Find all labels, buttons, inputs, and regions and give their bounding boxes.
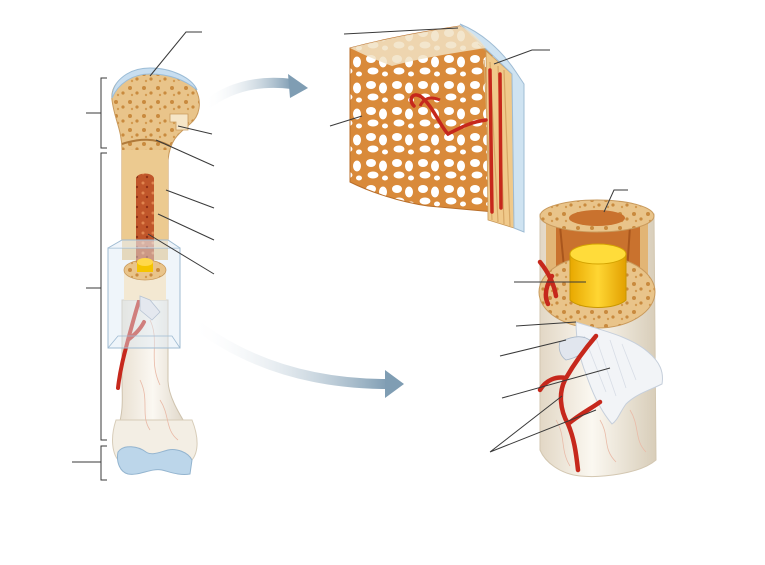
periosteal-arteries <box>537 259 603 473</box>
arrow-to-compact-section <box>186 316 404 398</box>
mini-cross-section <box>123 258 167 321</box>
yellow-marrow <box>569 243 627 308</box>
callout-articular-cartilage <box>149 31 202 77</box>
nutrient-artery <box>116 296 146 390</box>
spongy-detail-callouts <box>329 27 550 127</box>
articular-cartilage-top <box>111 67 198 99</box>
compact-bone-section <box>537 199 663 477</box>
callout-periosteum-section <box>499 339 567 357</box>
callout-osteon-detail <box>493 49 550 65</box>
callout-epiphyseal-line <box>155 139 215 167</box>
spongy-bone-detail <box>349 23 525 233</box>
callout-medullary-cavity <box>157 213 215 241</box>
callout-compact-ring <box>603 189 628 213</box>
compact-section-callouts <box>489 189 628 453</box>
callout-marrow <box>147 233 215 275</box>
periosteum-flap <box>575 321 663 425</box>
bracket-diaphysis <box>86 152 107 441</box>
spongy-vessels <box>409 68 503 214</box>
bracket-proximal-epiphysis <box>86 77 107 149</box>
callout-sharpey-fibers <box>501 367 611 399</box>
long-bone-figure <box>107 67 200 475</box>
callout-spongy-bone <box>177 125 213 135</box>
region-brackets <box>72 77 107 481</box>
shaft-vessels <box>139 319 179 441</box>
long-bone-callouts <box>147 31 215 275</box>
callout-compact-bone <box>165 189 215 209</box>
callout-trabeculae-detail <box>329 115 363 127</box>
callout-arteries <box>489 395 597 453</box>
bracket-distal-epiphysis <box>72 445 107 481</box>
articular-cartilage-bottom <box>117 446 193 475</box>
periosteum <box>459 23 525 233</box>
arrow-to-spongy-detail <box>201 74 308 110</box>
callout-endosteum <box>515 321 577 327</box>
bone-notch <box>169 113 189 131</box>
callout-periosteum-detail <box>343 27 459 35</box>
